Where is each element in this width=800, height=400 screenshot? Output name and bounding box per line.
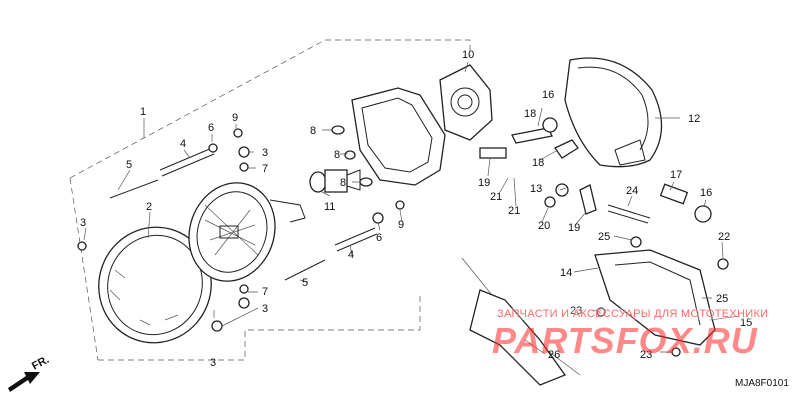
callout-9: 9 [398,219,404,231]
headlight-bulb [309,169,361,193]
callout-24: 24 [626,185,638,197]
callout-3: 3 [262,303,268,315]
callout-2: 2 [146,201,152,213]
callout-3: 3 [262,147,268,159]
callout-16: 16 [542,89,554,101]
callout-8: 8 [340,177,346,189]
callout-22: 22 [718,231,730,243]
callout-6: 6 [208,122,214,134]
callout-5: 5 [302,277,308,289]
callout-10: 10 [462,49,474,61]
callout-18: 18 [532,157,544,169]
callout-6: 6 [376,232,382,244]
callout-8: 8 [310,125,316,137]
callout-12: 12 [688,113,700,125]
callout-18: 18 [524,108,536,120]
callout-7: 7 [262,286,268,298]
watermark-tagline: ЗАПЧАСТИ И АКСЕССУАРЫ ДЛЯ МОТОТЕХНИКИ [497,308,769,320]
callout-16: 16 [700,187,712,199]
callout-4: 4 [348,249,354,261]
watermark-brand: PARTSFOX [492,320,693,361]
callout-23: 23 [640,349,652,361]
callout-20: 20 [538,220,550,232]
assembly-boundary [69,39,471,361]
callout-15: 15 [740,317,752,329]
callout-19: 19 [568,222,580,234]
headlight-stay [594,249,716,346]
socket-cover [439,64,493,141]
callout-25: 25 [716,293,728,305]
callout-4: 4 [180,138,186,150]
watermark-domain: .RU [692,320,758,361]
callout-3: 3 [210,357,216,369]
lower-bracket [461,257,581,386]
stay-brackets [479,117,597,215]
callout-26: 26 [548,349,560,361]
diagram-code: MJA8F0101 [735,378,789,389]
callout-9: 9 [232,112,238,124]
headlight-lens [188,182,306,282]
callout-23: 23 [570,305,582,317]
adjust-screw-upper [109,147,215,199]
front-direction-arrow [8,372,40,392]
watermark-logo: PARTSFOX.RU [492,320,758,362]
small-fasteners [77,128,405,332]
callout-labels: 1 2 3 3 3 3 4 4 5 5 6 6 7 7 8 8 8 9 9 10… [80,49,752,369]
callout-21: 21 [490,191,502,203]
callout-13: 13 [530,183,542,195]
callout-3: 3 [80,217,86,229]
callout-5: 5 [126,159,132,171]
callout-25: 25 [598,231,610,243]
callout-21: 21 [508,205,520,217]
leader-lines [83,61,741,355]
light-case-bracket [331,87,446,187]
callout-8: 8 [334,149,340,161]
callout-14: 14 [560,267,572,279]
callout-7: 7 [262,163,268,175]
callout-11: 11 [324,201,335,213]
adjust-screw-lower [284,227,378,281]
callout-1: 1 [140,106,146,118]
headlight-case [564,57,663,168]
callout-17: 17 [670,169,682,181]
headlight-rim [98,226,212,344]
callout-19: 19 [478,177,490,189]
